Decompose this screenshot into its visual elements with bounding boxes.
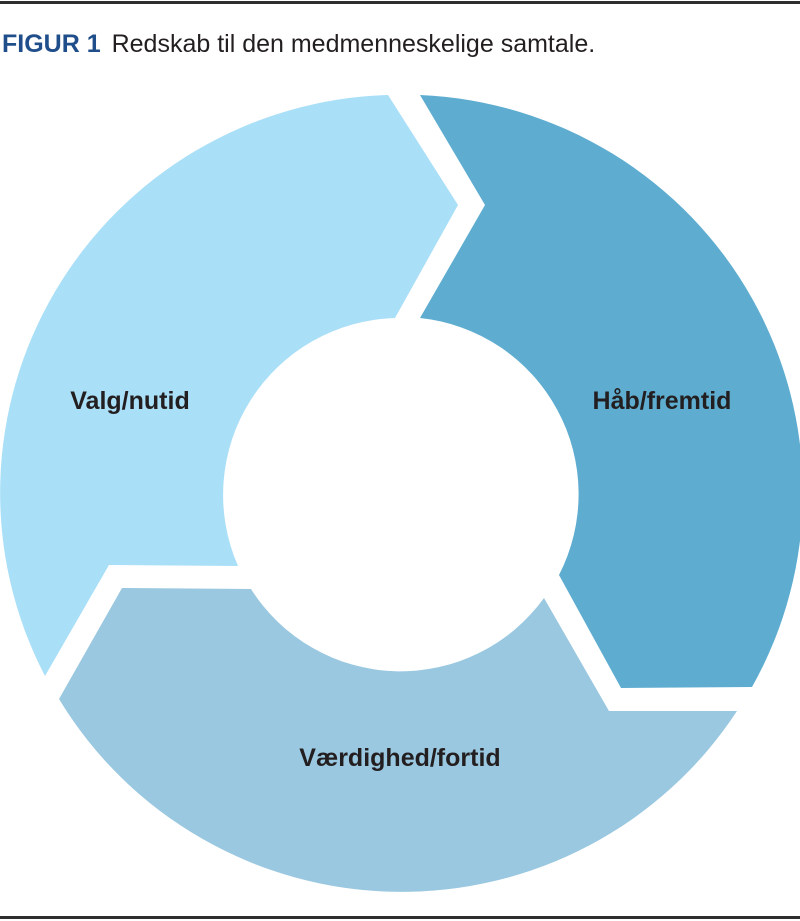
figure-caption: FIGUR 1 Redskab til den medmenneskelige … xyxy=(2,30,595,59)
top-rule xyxy=(0,1,800,4)
segment-haab-fremtid xyxy=(420,95,800,688)
label-valg-nutid: Valg/nutid xyxy=(70,387,189,415)
figure-label: FIGUR 1 xyxy=(2,30,101,58)
segment-valg-nutid xyxy=(0,95,458,676)
figure-title: Redskab til den medmenneskelige samtale. xyxy=(111,30,596,58)
segment-vaerdighed-fortid xyxy=(59,588,737,892)
label-haab-fremtid: Håb/fremtid xyxy=(593,387,732,415)
bottom-rule xyxy=(0,916,800,919)
label-vaerdighed-fortid: Værdighed/fortid xyxy=(299,744,500,772)
